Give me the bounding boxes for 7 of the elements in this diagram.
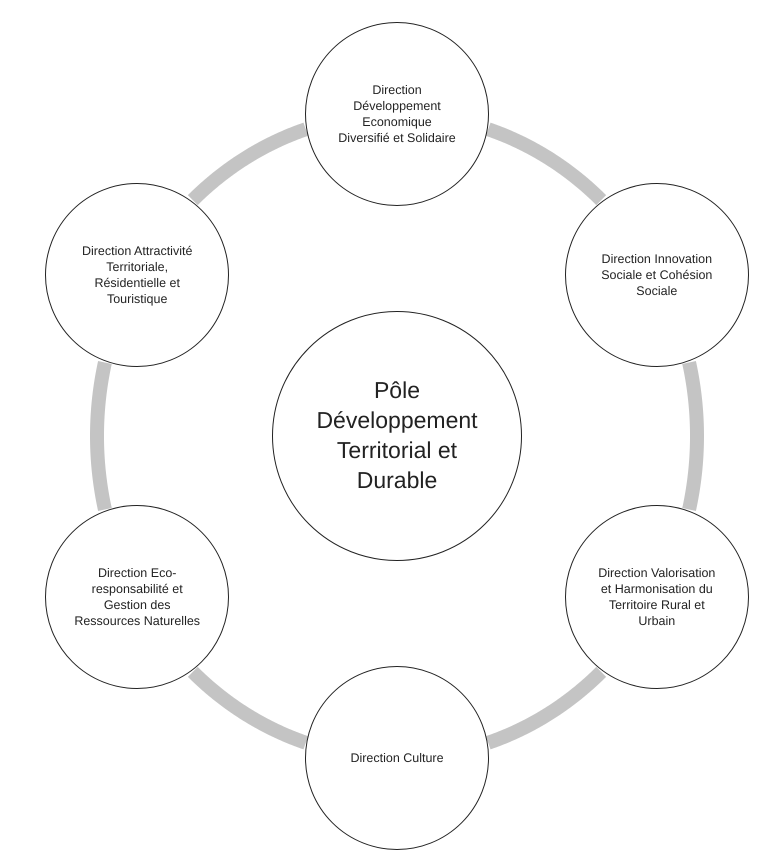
direction-name: Direction Développement Economique Diversifié et Solidaire <box>338 82 456 146</box>
direction-name: Direction Attractivité Territoriale, Résidentielle et Touristique <box>80 242 194 308</box>
direction-name: Direction Valorisation et Harmonisation du Territoire Rural et Urbain <box>597 564 716 630</box>
direction-name: Direction Culture <box>349 750 445 766</box>
direction-name: Direction Innovation Sociale et Cohésion Sociale <box>600 250 714 300</box>
hub-title: Pôle Développement Territorial et Durable <box>315 376 479 495</box>
direction-name: Direction Eco-responsabilité et Gestion des Ressources Naturelles <box>73 564 202 630</box>
